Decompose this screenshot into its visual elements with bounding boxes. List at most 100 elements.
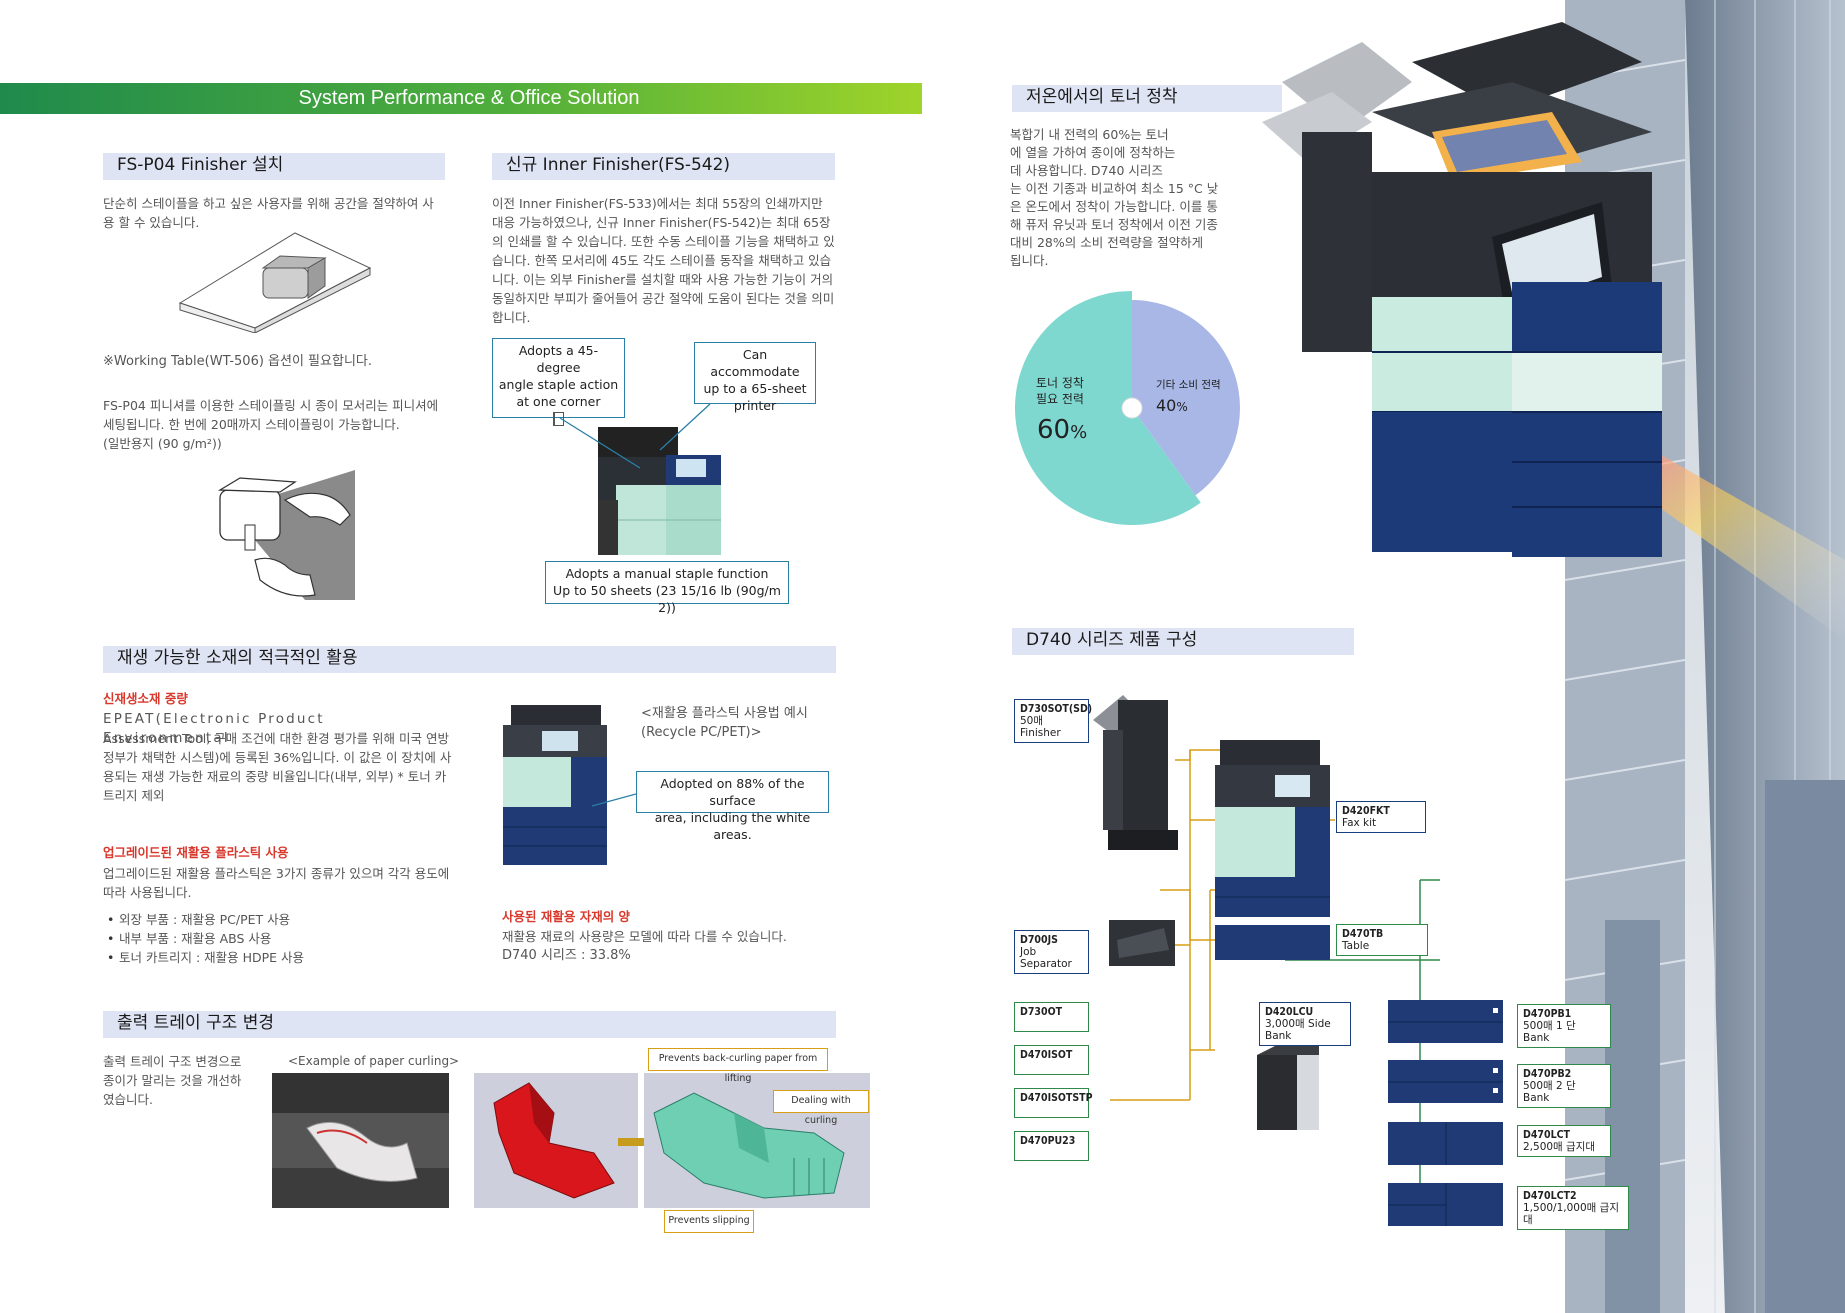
epeat-line-4: 용되는 재생 가능한 재료의 중량 비율입니다(내부, 외부) * 토너 카 [103,769,447,784]
callout-45-degree-line-2: angle staple action [498,377,619,392]
option-code: D470TB [1342,928,1384,940]
paper-curling-photo [272,1073,449,1212]
pie-value-other-number: 40 [1156,396,1177,415]
option-d470pu23: D470PU23 [1014,1131,1089,1161]
d470lct-photo [1388,1122,1503,1169]
option-desc: 3,000매 Side Bank [1265,1018,1331,1042]
epeat-line-5: 트리지 제외 [103,788,165,803]
option-d470pb2: D470PB2 500매 2 단 Bank [1517,1064,1611,1108]
inner-finisher-printer-photo [596,425,726,559]
pie-label-toner-line-1: 토너 정착 [1036,376,1084,390]
recycle-sub-amount: 사용된 재활용 자재의 양 [502,909,631,924]
toner-desc-5: 은 온도에서 정착이 가능합니다. 이를 통 [1010,199,1218,214]
callout-dealing-curling: Dealing with curling [773,1090,869,1126]
recycle-amount-line-2: D740 시리즈 : 33.8% [502,948,631,963]
recycle-example-line-2: (Recycle PC/PET)> [641,725,762,740]
pie-value-toner: 60% [1037,415,1087,445]
callout-65-sheet: Can accommodate up to a 65-sheet printer [694,342,816,413]
tray-heading: 출력 트레이 구조 변경 [103,1011,836,1038]
list-item: 토너 카트리지 : 재활용 HDPE 사용 [107,948,304,967]
d470pb1-photo [1388,1000,1503,1047]
option-code: D470LCT2 [1523,1190,1577,1202]
option-d470isotstp: D470ISOTSTP [1014,1088,1093,1118]
option-d730sot: D730SOT(SD) 50매 Finisher [1014,699,1092,743]
d470lct2-photo [1388,1183,1503,1230]
recycle-example-line-1: <재활용 플라스틱 사용법 예시 [641,706,808,721]
toner-desc-1: 복합기 내 전력의 60%는 토너 [1010,127,1169,142]
d740-center-printer-photo [1215,735,1335,964]
recycle-sub-upgraded: 업그레이드된 재활용 플라스틱 사용 [103,845,289,860]
list-item: 내부 부품 : 재활용 ABS 사용 [107,929,304,948]
callout-surface-line-2: area, including the white areas. [654,810,811,842]
staple-icon [553,412,564,426]
fs-542-desc: 이전 Inner Finisher(FS-533)에서는 최대 55장의 인쇄까… [492,196,835,325]
option-code: D470LCT [1523,1129,1570,1141]
fs-542-heading: 신규 Inner Finisher(FS-542) [492,153,835,180]
toner-heading: 저온에서의 토너 정착 [1012,85,1282,112]
callout-45-degree-line-1: Adopts a 45- degree [518,343,599,375]
list-item: 외장 부품 : 재활용 PC/PET 사용 [107,910,304,929]
tray-desc-1: 출력 트레이 구조 변경으로 [103,1054,242,1069]
callout-prevents-slipping: Prevents slipping [664,1210,754,1233]
pie-label-toner-line-2: 필요 전력 [1036,392,1084,406]
toner-desc-8: 됩니다. [1010,253,1049,268]
option-d470tb: D470TB Table [1336,924,1428,956]
fs-p04-heading: FS-P04 Finisher 설치 [103,153,445,180]
toner-desc-3: 데 사용합니다. D740 시리즈 [1010,163,1163,178]
fs-p04-detail-3: (일반용지 (90 g/m²)) [103,436,222,451]
d470pb2-photo [1388,1060,1503,1107]
tray-example-label: <Example of paper curling> [288,1054,460,1068]
option-d700js: D700JS Job Separator [1014,930,1089,974]
banner-title: System Performance & Office Solution [298,87,640,109]
callout-65-sheet-line-1: Can accommodate [710,347,800,379]
option-d470pb1: D470PB1 500매 1 단 Bank [1517,1004,1611,1048]
pie-label-other: 기타 소비 전력 [1156,379,1221,391]
working-table-illustration [175,228,375,337]
pie-value-toner-number: 60 [1037,415,1071,445]
callout-65-sheet-line-3: printer [733,398,777,413]
callout-prevents-lifting: Prevents back-curling paper from lifting [648,1048,828,1084]
epeat-line-3: 정부가 채택한 시스템)에 등록된 36%입니다. 이 값은 이 장치에 사 [103,750,452,765]
callout-45-degree-staple: Adopts a 45- degree angle staple action … [492,338,625,426]
option-code: D420LCU [1265,1006,1314,1018]
option-code: D470ISOTSTP [1020,1092,1093,1104]
callout-45-degree-line-3: at one corner [516,394,601,409]
recycle-heading: 재생 가능한 소재의 적극적인 활용 [103,646,836,673]
callout-manual-line-1: Adopts a manual staple function [565,566,769,581]
tray-old-red-model [474,1073,638,1212]
callout-manual-staple: Adopts a manual staple function Up to 50… [545,561,789,615]
option-code: D420FKT [1342,805,1390,817]
option-d420fkt: D420FKT Fax kit [1336,801,1426,833]
main-printer-photo [1262,22,1662,591]
option-d470isot: D470ISOT [1014,1045,1089,1075]
option-code: D470PB1 [1523,1008,1572,1020]
option-desc: Job Separator [1020,946,1072,970]
pie-value-other-unit: % [1176,400,1188,414]
option-desc: 50매 Finisher [1020,715,1061,739]
option-desc: Fax kit [1342,817,1377,829]
option-desc: 1,500/1,000매 급지대 [1523,1202,1619,1226]
fs-p04-desc: 단순히 스테이플을 하고 싶은 사용자를 위해 공간을 절약하여 사용 할 수 … [103,196,434,230]
fs-p04-detail-1: FS-P04 피니셔를 이용한 스테이플링 시 종이 모서리는 피니셔에 [103,398,439,413]
fs-p04-note: ※Working Table(WT-506) 옵션이 필요합니다. [103,354,372,369]
toner-desc-7: 대비 28%의 소비 전력량을 절약하게 [1010,235,1204,250]
section-banner: System Performance & Office Solution [0,83,922,114]
lineup-heading: D740 시리즈 제품 구성 [1012,628,1354,655]
tray-desc-3: 였습니다. [103,1092,153,1107]
tray-desc-2: 종이가 말리는 것을 개선하 [103,1073,242,1088]
toner-desc-6: 해 퓨저 유닛과 토너 정착에서 이전 기종 [1010,217,1218,232]
recycled-parts-list: 외장 부품 : 재활용 PC/PET 사용 내부 부품 : 재활용 ABS 사용… [105,910,304,967]
recycle-printer-photo [497,703,617,872]
option-d420lcu: D420LCU 3,000매 Side Bank [1259,1002,1351,1046]
callout-surface-area: Adopted on 88% of the surface area, incl… [636,771,829,842]
callout-surface-line-1: Adopted on 88% of the surface [660,776,805,808]
option-code: D730OT [1020,1006,1063,1018]
fs-p04-detail-2: 세팅됩니다. 한 번에 20매까지 스테이플링이 가능합니다. [103,417,400,432]
option-d730ot: D730OT [1014,1002,1089,1032]
recycle-sub-weight: 신재생소재 중량 [103,691,188,706]
pie-value-other: 40% [1156,396,1188,415]
toner-power-pie-chart [1014,291,1240,525]
recycle-leader-line [591,793,637,807]
d730sot-finisher-photo [1093,690,1178,859]
recycle-amount-line-1: 재활용 재료의 사용량은 모델에 따라 다를 수 있습니다. [502,929,787,944]
